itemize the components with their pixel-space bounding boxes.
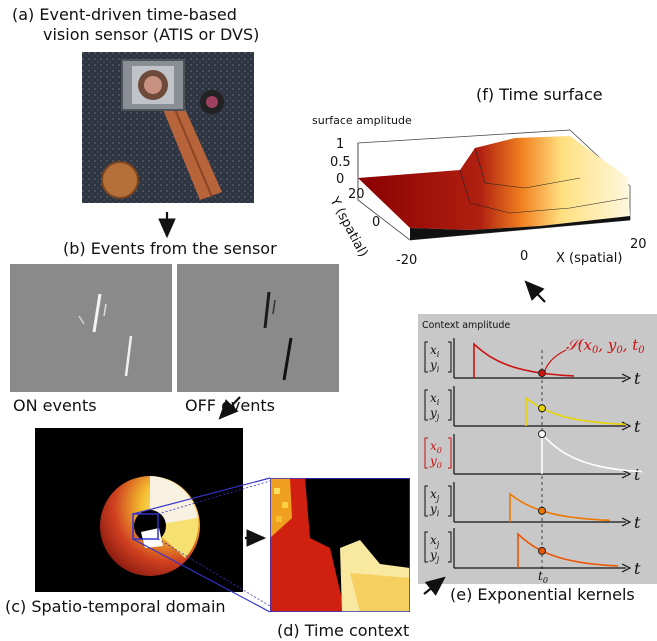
vector-bracket-left xyxy=(424,341,428,373)
label-d: (d) Time context xyxy=(277,621,410,640)
axis-arrowhead xyxy=(621,421,632,431)
time-axis-label: t xyxy=(634,417,641,436)
z-tick-05: 0.5 xyxy=(330,155,351,170)
y-tick-20: 20 xyxy=(348,187,365,202)
label-f: (f) Time surface xyxy=(476,85,603,104)
sensor-photo xyxy=(82,52,254,203)
surface-ylabel: Y (spatial) xyxy=(326,194,370,260)
vector-x-label: xj xyxy=(430,533,440,549)
time-axis-label: t xyxy=(634,559,641,578)
vector-bracket-left xyxy=(424,437,428,469)
label-b: (b) Events from the sensor xyxy=(63,239,277,258)
vector-bracket-left xyxy=(424,531,428,563)
axis-arrowhead xyxy=(621,563,632,573)
off-events-image xyxy=(177,264,339,392)
surface-zlabel: surface amplitude xyxy=(312,114,412,127)
vector-bracket-right xyxy=(448,437,452,469)
exponential-kernel-curve xyxy=(541,431,643,474)
exponential-kernel-curve xyxy=(473,342,575,378)
surface-xlabel: X (spatial) xyxy=(556,251,622,266)
z-tick-1: 1 xyxy=(336,137,344,152)
x-tick-0: 0 xyxy=(520,249,528,264)
time-axis-label: t xyxy=(634,465,641,484)
axis-arrowhead xyxy=(621,517,632,527)
label-e: (e) Exponential kernels xyxy=(450,585,635,604)
label-c: (c) Spatio-temporal domain xyxy=(5,597,226,616)
kernel-sample-point xyxy=(538,369,546,378)
kernel-sample-point xyxy=(538,430,546,438)
on-events-image xyxy=(10,264,172,392)
vector-bracket-right xyxy=(448,341,452,373)
t0-label: t0 xyxy=(538,569,548,584)
vector-y-label: yi xyxy=(429,502,440,518)
kernel-sample-point xyxy=(538,546,546,555)
exponential-kernel-curve xyxy=(509,492,611,522)
kernel-sample-point xyxy=(538,404,546,413)
z-tick-0: 0 xyxy=(336,172,344,187)
vector-x-label: xi xyxy=(430,343,440,359)
axis-arrowhead xyxy=(621,373,632,383)
vector-bracket-right xyxy=(448,531,452,563)
time-surface-plot: surface amplitude 1 0.5 0 20 0 -20 Y (sp… xyxy=(312,114,647,268)
vector-bracket-right xyxy=(448,485,452,517)
vector-x-label: x0 xyxy=(430,439,442,455)
y-tick-0: 0 xyxy=(372,215,380,230)
exponential-kernel-curve xyxy=(517,532,619,568)
kernels-panel: Context amplitude 𝒮(x0, y0, t0 t0 txiyit… xyxy=(418,314,657,584)
label-on-events: ON events xyxy=(13,396,97,415)
y-tick-neg20: -20 xyxy=(396,253,417,268)
kernels-ylabel: Context amplitude xyxy=(422,320,510,331)
vector-bracket-left xyxy=(424,485,428,517)
vector-bracket-right xyxy=(448,389,452,421)
vector-bracket-left xyxy=(424,389,428,421)
vector-y-label: yi xyxy=(429,358,440,374)
label-a-line2: vision sensor (ATIS or DVS) xyxy=(43,25,260,44)
time-axis-label: t xyxy=(634,513,641,532)
spatio-temporal-image xyxy=(35,428,243,592)
vector-x-label: xj xyxy=(430,487,440,503)
time-axis-label: t xyxy=(634,369,641,388)
s-function-label: 𝒮(x0, y0, t0 xyxy=(566,336,645,356)
time-context-image xyxy=(270,478,410,612)
label-a-line1: (a) Event-driven time-based xyxy=(12,5,237,24)
vector-x-label: xi xyxy=(430,391,440,407)
vector-y-label: yj xyxy=(429,548,440,564)
kernel-sample-point xyxy=(538,506,546,515)
vector-y-label: yj xyxy=(429,406,440,422)
axis-arrowhead xyxy=(621,469,632,479)
x-tick-20: 20 xyxy=(630,237,647,252)
